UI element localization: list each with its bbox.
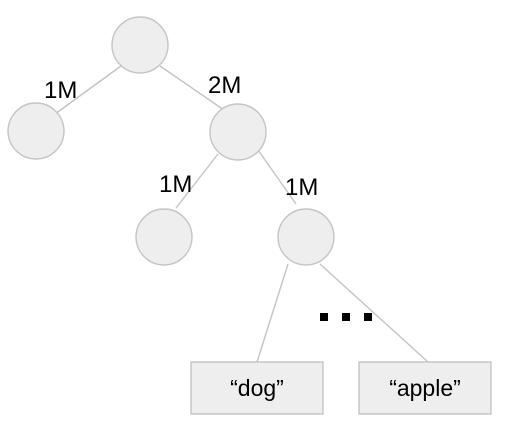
leaf-dog: “dog” — [190, 361, 324, 415]
edge-label-root-right: 2M — [208, 72, 241, 99]
leaf-apple: “apple” — [358, 361, 492, 415]
edge-to-dog — [256, 263, 289, 363]
edge-mid-right — [257, 149, 297, 205]
edge-label-mid-left: 1M — [159, 171, 192, 198]
left-node — [7, 102, 65, 160]
edge-to-apple — [319, 263, 429, 363]
edge-label-root-left: 1M — [44, 77, 77, 104]
ellipsis-dot — [342, 313, 350, 321]
mid-right-child-node — [277, 208, 335, 266]
ellipsis-dot — [320, 313, 328, 321]
root-node — [111, 16, 169, 74]
edge-label-mid-right: 1M — [285, 174, 318, 201]
leaf-apple-box — [358, 361, 492, 415]
ellipsis — [320, 313, 372, 321]
ellipsis-dot — [364, 313, 372, 321]
edge-root-left — [54, 65, 122, 115]
edge-root-right — [159, 65, 225, 111]
leaf-apple-label: “apple” — [389, 375, 461, 401]
edge-mid-left — [175, 153, 219, 209]
leaf-dog-label: “dog” — [230, 375, 284, 401]
mid-left-child-node — [135, 208, 193, 266]
leaf-dog-box — [190, 361, 324, 415]
mid-node — [209, 103, 267, 161]
